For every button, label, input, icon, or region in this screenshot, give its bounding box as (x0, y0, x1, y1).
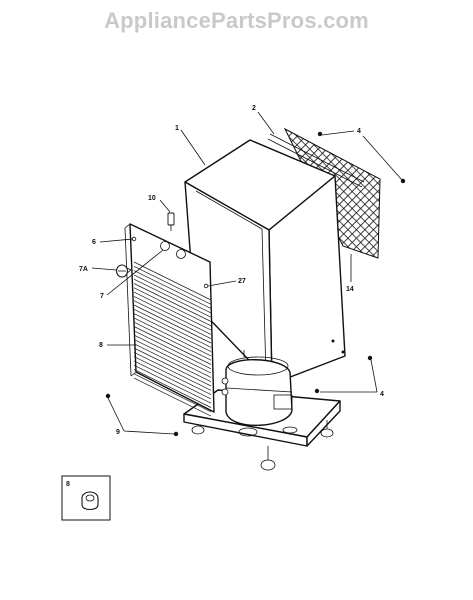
cabinet (184, 139, 346, 385)
callout-labels: 1 2 4 10 6 7A 7 27 14 8 4 9 (79, 105, 384, 436)
callout-7a: 7A (79, 266, 88, 273)
grille-slat (133, 369, 212, 408)
grille-slat (133, 274, 212, 314)
grille-slat (133, 326, 212, 365)
screw-icon (105, 393, 111, 399)
screw-icon (367, 355, 373, 361)
callout-6: 6 (92, 239, 96, 246)
callout-10: 10 (148, 195, 156, 202)
screw-icon (314, 388, 320, 394)
grille-slats (133, 261, 212, 417)
grille-slat (133, 347, 212, 387)
grille-slat (133, 313, 212, 352)
leader-lines (91, 111, 403, 435)
grille-slat (133, 321, 212, 361)
grille-slat (133, 330, 212, 370)
screw-icon (317, 131, 323, 137)
callout-4-rear: 4 (357, 128, 361, 135)
grille-slat (133, 351, 212, 391)
control-knob-icon (160, 241, 170, 251)
grille-slat (133, 360, 212, 400)
grille-slat (133, 334, 212, 374)
screws (105, 355, 373, 437)
watermark-text: AppliancePartsPros.com (104, 8, 369, 33)
callout-14: 14 (346, 286, 354, 293)
callout-27: 27 (238, 278, 246, 285)
grille-slat (133, 296, 212, 335)
compressor (221, 350, 298, 437)
grille-slat (133, 278, 212, 318)
callout-7: 7 (100, 293, 104, 300)
callout-8: 8 (99, 342, 103, 349)
knob-icon (116, 264, 132, 278)
switch-icon (167, 212, 175, 226)
grille-slat (133, 287, 212, 327)
grille-slat (133, 308, 212, 348)
grille-slat (133, 364, 212, 404)
grille-slat (133, 270, 212, 309)
grille-slat (133, 283, 212, 322)
grille-slat (133, 265, 212, 305)
grille-slat (133, 343, 212, 383)
callout-1: 1 (175, 125, 179, 132)
grille-slat (133, 304, 212, 344)
callout-9: 9 (116, 429, 120, 436)
inset-detail: 8 (61, 475, 111, 521)
control-knob-icon (176, 249, 186, 259)
grille-slat (133, 291, 212, 331)
front-grille-panel (116, 212, 215, 417)
grille-slat (133, 261, 212, 301)
inset-callout-8: 8 (66, 481, 70, 488)
grille-slat (133, 339, 212, 378)
screw-icon (173, 431, 179, 437)
grille-slat (133, 356, 212, 395)
grille-slat (133, 373, 212, 413)
grille-slat (133, 317, 212, 357)
grille-slat (133, 377, 212, 417)
grille-slat (133, 300, 212, 340)
callout-2: 2 (252, 105, 256, 112)
knob-cap-icon (81, 491, 99, 511)
callout-4-front: 4 (380, 391, 384, 398)
